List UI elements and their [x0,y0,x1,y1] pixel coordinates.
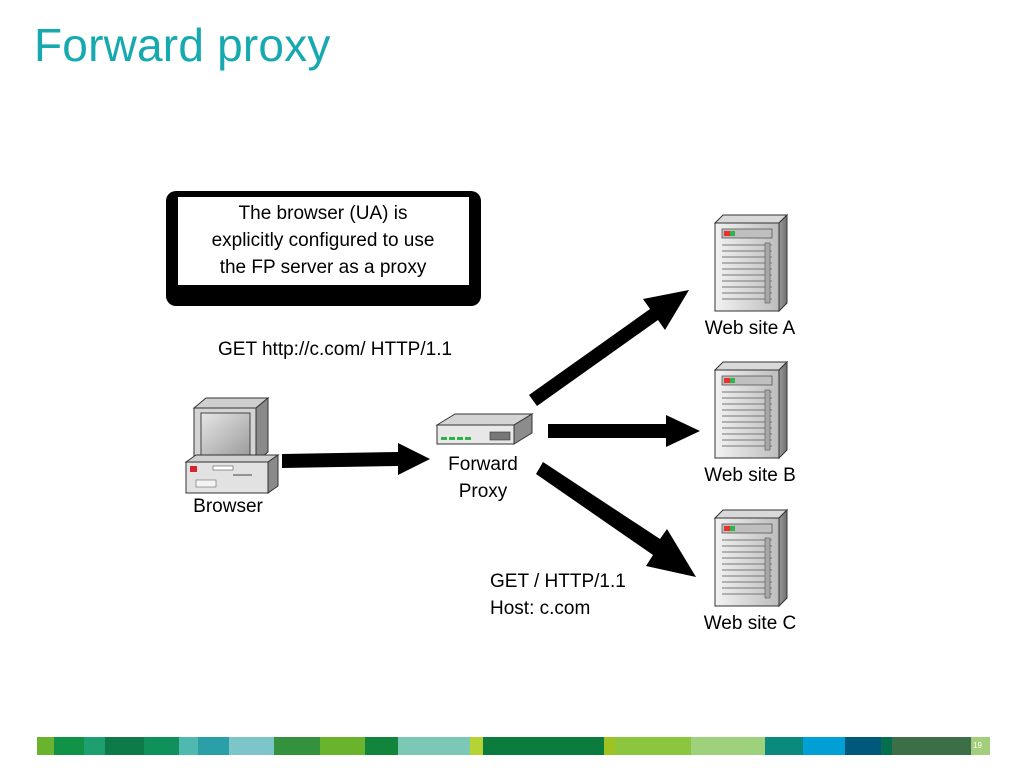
footer-segment [197,737,230,755]
proxy-label: Proxy [459,481,508,502]
site-c-label: Web site C [704,613,797,634]
callout-line: The browser (UA) is [239,203,408,224]
callout-line: the FP server as a proxy [220,257,427,278]
web-server-icon [714,509,788,607]
footer-segment [971,737,991,755]
footer-color-bar [37,737,991,755]
site-a-label: Web site A [705,318,796,339]
page-number: 19 [973,741,982,750]
computer-icon [184,396,280,494]
footer-segment [483,737,604,755]
proxy-device-icon [435,413,534,445]
footer-segment [802,737,846,755]
footer-segment [691,737,766,755]
proxy-label: Forward [448,454,518,475]
footer-segment [104,737,144,755]
web-server-icon [714,361,788,459]
arrow-to-site-c [536,462,696,577]
request-to-proxy-label: GET http://c.com/ HTTP/1.1 [218,339,452,360]
footer-segment [84,737,105,755]
footer-segment [765,737,803,755]
arrow-to-proxy [282,443,430,475]
footer-segment [53,737,85,755]
web-server-icon [714,214,788,312]
footer-segment [880,737,892,755]
browser-label: Browser [193,496,263,517]
footer-segment [37,737,54,755]
footer-segment [470,737,484,755]
footer-segment [615,737,692,755]
footer-segment [845,737,881,755]
footer-segment [273,737,321,755]
footer-segment [229,737,274,755]
callout-box: The browser (UA) is explicitly configure… [166,191,481,306]
footer-segment [603,737,616,755]
request-to-origin-label: Host: c.com [490,598,590,619]
callout-line: explicitly configured to use [212,230,435,251]
arrow-to-site-a [529,290,689,406]
footer-segment [320,737,365,755]
footer-segment [364,737,398,755]
footer-segment [178,737,198,755]
footer-segment [891,737,972,755]
footer-segment [397,737,471,755]
request-to-origin-label: GET / HTTP/1.1 [490,571,626,592]
arrow-to-site-b [548,415,700,447]
footer-segment [143,737,179,755]
site-b-label: Web site B [704,465,796,486]
slide-title: Forward proxy [34,19,331,71]
